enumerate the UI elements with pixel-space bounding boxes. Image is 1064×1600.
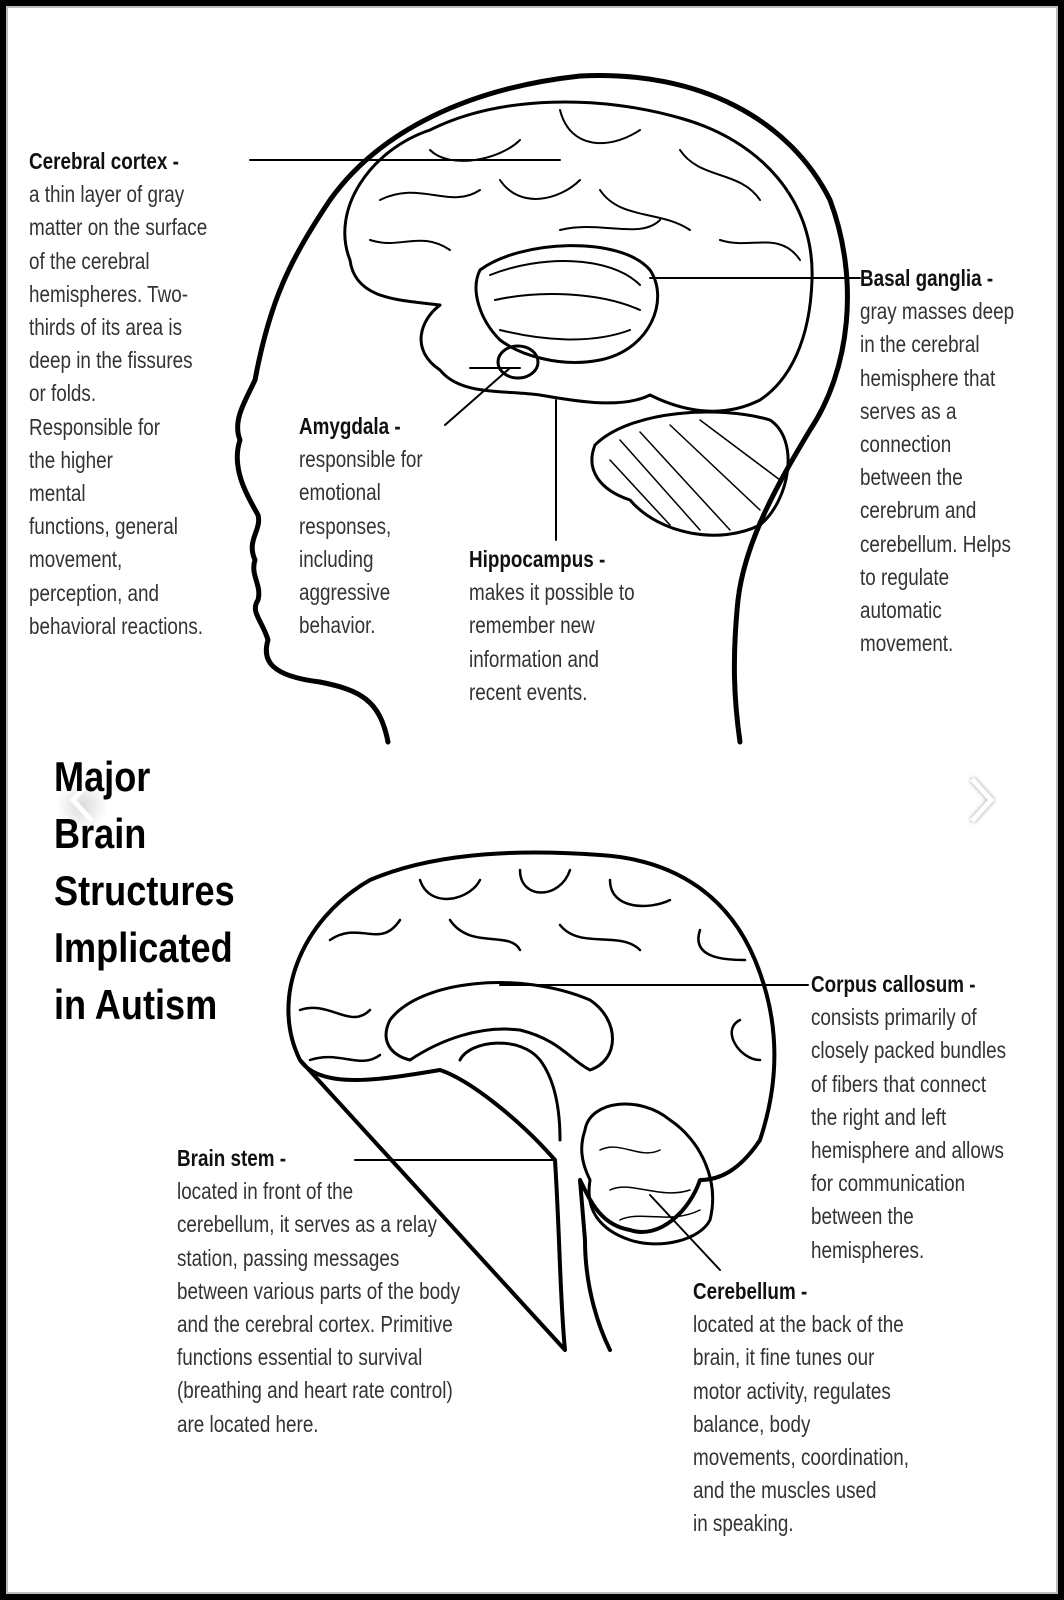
label-line: hemispheres.: [811, 1236, 925, 1263]
label-line: motor activity, regulates: [693, 1377, 891, 1404]
label-title: Brain stem -: [177, 1145, 287, 1171]
label-line: for communication: [811, 1170, 966, 1197]
label-line: of fibers that connect: [811, 1070, 987, 1097]
next-image-button[interactable]: [952, 770, 1012, 830]
label-line: are located here.: [177, 1410, 319, 1437]
label-line: and the muscles used: [693, 1477, 877, 1504]
label-line: in speaking.: [693, 1510, 794, 1537]
label-line: of the cerebral: [29, 247, 150, 274]
label-brain-stem: Brain stem - located in front of the cer…: [177, 1142, 460, 1441]
label-line: closely packed bundles: [811, 1037, 1007, 1064]
label-line: gray masses deep: [860, 298, 1015, 325]
label-line: cerebellum, it serves as a relay: [177, 1211, 437, 1238]
label-cerebral-cortex: Cerebral cortex - a thin layer of gray m…: [29, 145, 207, 643]
label-line: responses,: [299, 512, 392, 539]
corpus-callosum-drawing: [384, 981, 614, 1072]
label-line: consists primarily of: [811, 1004, 977, 1031]
label-line: between the: [860, 464, 963, 491]
label-line: balance, body: [693, 1410, 811, 1437]
label-line: functions, general: [29, 513, 178, 540]
label-line: aggressive: [299, 579, 391, 606]
label-title: Amygdala -: [299, 413, 401, 439]
basal-ganglia-drawing: [474, 244, 660, 364]
label-line: the higher: [29, 446, 113, 473]
label-line: perception, and: [29, 579, 160, 606]
label-title: Basal ganglia -: [860, 265, 994, 291]
label-line: a thin layer of gray: [29, 181, 185, 208]
label-line: station, passing messages: [177, 1244, 400, 1271]
chevron-right-icon: [970, 777, 995, 823]
sagittal-brain-outline: [286, 850, 777, 1352]
label-line: or folds.: [29, 380, 97, 407]
label-line: behavior.: [299, 612, 376, 639]
label-line: automatic: [860, 597, 942, 624]
cerebellum-top-drawing: [590, 410, 790, 537]
label-line: thirds of its area is: [29, 314, 183, 341]
label-hippocampus: Hippocampus - makes it possible to remem…: [469, 543, 635, 709]
label-line: including: [299, 545, 374, 572]
label-line: cerebellum. Helps: [860, 530, 1011, 557]
label-line: located in front of the: [177, 1178, 354, 1205]
top-brain-outline: [343, 100, 814, 413]
label-line: hemisphere and allows: [811, 1137, 1004, 1164]
label-line: deep in the fissures: [29, 347, 193, 374]
cerebellum-bottom-drawing: [580, 1102, 715, 1246]
label-line: responsible for: [299, 446, 423, 473]
label-line: brain, it fine tunes our: [693, 1344, 875, 1371]
head-outline: [234, 73, 850, 745]
label-title: Cerebral cortex -: [29, 148, 179, 174]
label-line: the right and left: [811, 1103, 947, 1130]
label-line: connection: [860, 431, 952, 458]
label-basal-ganglia: Basal ganglia - gray masses deep in the …: [860, 262, 1014, 660]
label-line: emotional: [299, 479, 381, 506]
label-line: information and: [469, 645, 600, 672]
label-line: movement,: [29, 546, 123, 573]
label-line: (breathing and heart rate control): [177, 1377, 453, 1404]
chevron-left-icon: [69, 777, 94, 823]
label-line: serves as a: [860, 397, 957, 424]
label-line: and the cerebral cortex. Primitive: [177, 1311, 453, 1338]
label-line: Responsible for: [29, 413, 161, 440]
leader-amygdala: [444, 367, 521, 426]
label-line: behavioral reactions.: [29, 612, 204, 639]
label-corpus-callosum: Corpus callosum - consists primarily of …: [811, 968, 1006, 1267]
label-line: between various parts of the body: [177, 1277, 461, 1304]
label-line: hemispheres. Two-: [29, 280, 188, 307]
label-title: Corpus callosum -: [811, 971, 976, 997]
label-amygdala: Amygdala - responsible for emotional res…: [299, 410, 423, 642]
label-line: mental: [29, 480, 86, 507]
leader-cerebellum: [649, 1194, 721, 1271]
label-line: makes it possible to: [469, 579, 635, 606]
label-line: movement.: [860, 630, 954, 657]
label-line: cerebrum and: [860, 497, 977, 524]
label-line: located at the back of the: [693, 1311, 904, 1338]
label-line: to regulate: [860, 563, 950, 590]
label-line: between the: [811, 1203, 914, 1230]
label-line: matter on the surface: [29, 214, 208, 241]
previous-image-button[interactable]: [52, 770, 112, 830]
amygdala-drawing: [496, 344, 540, 380]
label-line: remember new: [469, 612, 595, 639]
label-line: movements, coordination,: [693, 1444, 909, 1471]
label-line: functions essential to survival: [177, 1344, 423, 1371]
image-viewer-panel: [6, 6, 1058, 1594]
label-title: Cerebellum -: [693, 1278, 808, 1304]
label-line: hemisphere that: [860, 364, 996, 391]
label-cerebellum: Cerebellum - located at the back of the …: [693, 1275, 909, 1541]
label-title: Hippocampus -: [469, 546, 606, 572]
label-line: in the cerebral: [860, 331, 980, 358]
label-line: recent events.: [469, 678, 588, 705]
